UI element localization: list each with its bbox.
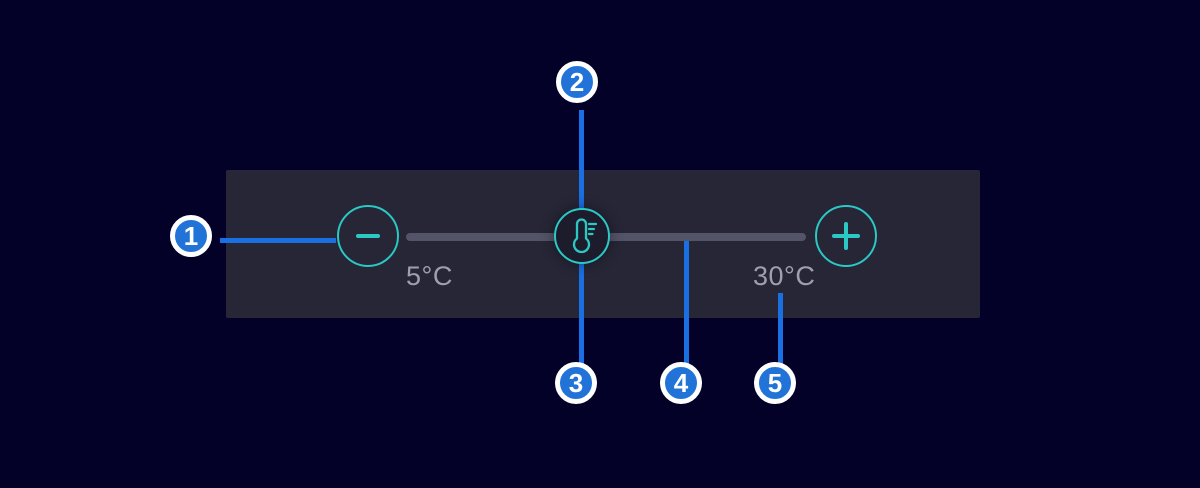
min-temperature-label: 5°C: [406, 261, 453, 291]
plus-icon: [832, 222, 860, 250]
callout-badge-2: 2: [556, 61, 598, 103]
callout-line-4: [684, 240, 689, 364]
decrease-temperature-button[interactable]: [337, 205, 399, 267]
callout-badge-4: 4: [660, 362, 702, 404]
minus-icon: [356, 234, 380, 238]
callout-line-5: [778, 293, 783, 364]
callout-badge-3: 3: [555, 362, 597, 404]
max-temperature-label: 30°C: [753, 261, 816, 291]
thermometer-icon: [572, 218, 598, 254]
slider-handle[interactable]: [554, 208, 610, 264]
callout-line-1: [220, 238, 336, 243]
callout-badge-5: 5: [754, 362, 796, 404]
increase-temperature-button[interactable]: [815, 205, 877, 267]
callout-line-2: [579, 110, 584, 212]
callout-line-3: [579, 260, 584, 364]
callout-badge-1: 1: [170, 215, 212, 257]
